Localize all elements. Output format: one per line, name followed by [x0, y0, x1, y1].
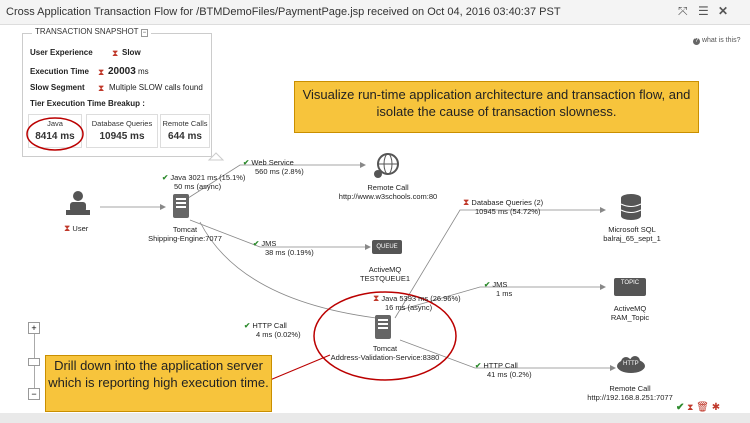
edge-jms2 — [399, 286, 600, 311]
hourglass-icon: ⧗ — [98, 83, 105, 93]
edge-label-java1[interactable]: ✔ Java 3021 ms (15.1%)50 ms (async) — [162, 173, 246, 191]
what-is-this-link[interactable]: ? what is this? — [693, 37, 740, 45]
execution-time-unit: ms — [138, 67, 149, 76]
edge-webservice — [184, 164, 360, 201]
expand-icon[interactable]: ⤧ — [678, 4, 688, 18]
ok-icon[interactable]: ✔ — [676, 402, 685, 413]
zoom-in-button[interactable]: + — [28, 322, 40, 334]
hourglass-icon: ⧗ — [98, 67, 105, 77]
window-title: Cross Application Transaction Flow for /… — [6, 6, 561, 18]
hourglass-icon[interactable]: ⧗ — [687, 402, 694, 412]
execution-time-row: Execution Time ⧗ 20003 ms — [30, 66, 149, 77]
database-icon[interactable] — [620, 193, 642, 221]
edge-label-db[interactable]: ⧗ Database Queries (2)10945 ms (54.72%) — [463, 197, 544, 217]
tomcat2-highlight-ellipse — [313, 291, 457, 381]
callout-drill-down: Drill down into the application server w… — [45, 355, 272, 412]
breakup-java[interactable]: Java 8414 ms — [28, 114, 82, 148]
breakup-remote-calls[interactable]: Remote Calls 644 ms — [160, 114, 210, 148]
breakup-label: Tier Execution Time Breakup : — [30, 99, 145, 108]
http-cloud-icon[interactable]: HTTP — [616, 356, 646, 374]
list-icon[interactable]: ☰ — [698, 4, 709, 18]
server-icon[interactable] — [172, 193, 190, 219]
edge-httpcall1 — [199, 221, 377, 319]
help-icon: ? — [693, 38, 700, 45]
collapse-caret — [207, 152, 225, 161]
java-highlight-ellipse — [26, 117, 84, 151]
zoom-slider-handle[interactable] — [28, 358, 40, 366]
globe-icon[interactable] — [372, 152, 400, 180]
edge-db — [394, 209, 600, 319]
bug-icon[interactable]: ✱ — [711, 402, 721, 413]
what-is-this-label: what is this? — [701, 37, 741, 44]
edge-label-java2[interactable]: ⧗ Java 5393 ms (26.96%)16 ms (async) — [373, 293, 461, 313]
edge-httpcall2 — [399, 339, 610, 369]
queue-icon[interactable]: QUEUE — [372, 240, 402, 254]
user-node-label: ⧗ User — [64, 223, 89, 233]
edge-jms1 — [189, 219, 365, 248]
slow-segment-value: Multiple SLOW calls found — [109, 83, 203, 92]
execution-time-value: 20003 — [108, 66, 136, 77]
hourglass-icon: ⧗ — [112, 48, 119, 58]
topic-icon[interactable]: TOPIC — [614, 278, 646, 296]
breakup-database-queries[interactable]: Database Queries 10945 ms — [86, 114, 158, 148]
user-icon[interactable] — [64, 190, 92, 218]
title-bar: Cross Application Transaction Flow for /… — [0, 0, 750, 25]
close-icon[interactable]: ✕ — [718, 4, 729, 18]
zoom-control[interactable]: + − — [28, 322, 40, 400]
snapshot-title[interactable]: TRANSACTION SNAPSHOT − — [32, 27, 152, 37]
callout-pointer-line — [269, 354, 331, 381]
user-experience-row: User Experience ⧗ Slow — [30, 48, 141, 58]
slow-segment-row: Slow Segment ⧗ Multiple SLOW calls found — [30, 83, 203, 93]
user-experience-value: Slow — [122, 48, 141, 57]
bottom-strip — [0, 413, 750, 423]
callout-visualize: Visualize run-time application architect… — [294, 81, 699, 133]
trash-icon[interactable]: 🗑 — [696, 402, 709, 413]
status-icons: ✔ ⧗ 🗑 ✱ — [676, 402, 720, 413]
server-icon[interactable] — [374, 314, 392, 340]
zoom-out-button[interactable]: − — [28, 388, 40, 400]
